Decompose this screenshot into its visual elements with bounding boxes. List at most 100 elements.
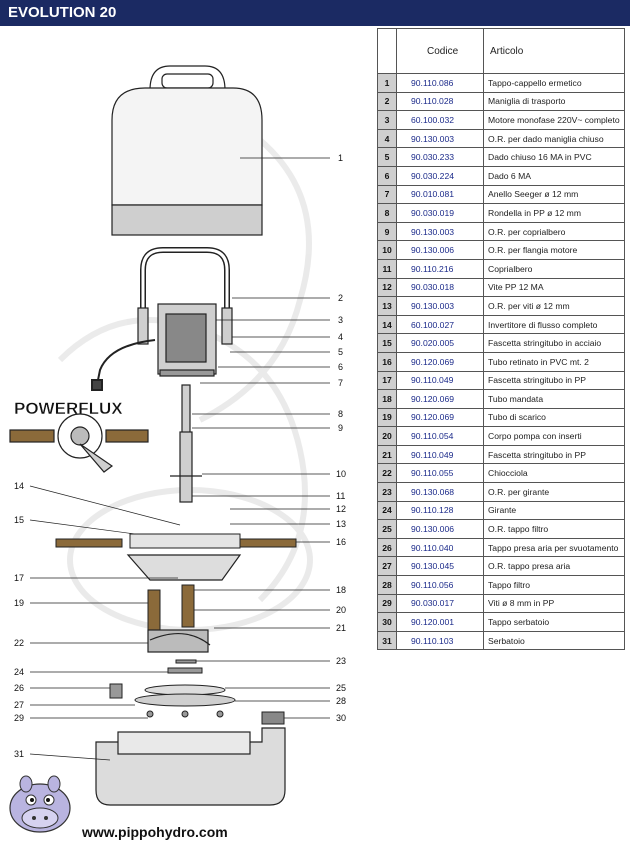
part-description: Fascetta stringitubo in acciaio bbox=[483, 333, 625, 353]
part-code: 90.120.069 bbox=[396, 407, 484, 428]
part-code: 90.110.054 bbox=[396, 426, 484, 446]
part-code: 90.020.005 bbox=[396, 333, 484, 353]
part-hoses bbox=[55, 533, 297, 633]
part-number: 19 bbox=[377, 407, 397, 428]
part-number: 26 bbox=[377, 537, 397, 558]
part-cap bbox=[111, 65, 263, 236]
part-description: Tappo filtro bbox=[483, 575, 625, 595]
part-code: 90.110.128 bbox=[396, 500, 484, 521]
part-number: 18 bbox=[377, 389, 397, 409]
part-code: 90.110.086 bbox=[396, 73, 484, 93]
callout-label: 27 bbox=[14, 700, 24, 710]
page-title: EVOLUTION 20 bbox=[8, 4, 117, 21]
part-description: O.R. per dado maniglia chiuso bbox=[483, 128, 625, 149]
callout-label: 26 bbox=[14, 683, 24, 693]
column-header-codice: Codice bbox=[396, 28, 484, 74]
part-description: O.R. tappo filtro bbox=[483, 519, 625, 539]
part-description: Serbatoio bbox=[483, 630, 625, 651]
brand-logo: POWERFLUX bbox=[14, 399, 123, 418]
part-number: 24 bbox=[377, 500, 397, 521]
part-number: 4 bbox=[377, 128, 397, 149]
callout-label: 28 bbox=[336, 696, 346, 706]
callout-label: 11 bbox=[336, 491, 345, 501]
part-description: Tubo mandata bbox=[483, 389, 625, 409]
part-number: 5 bbox=[377, 147, 397, 167]
part-code: 60.100.032 bbox=[396, 110, 484, 130]
part-description: Viti ø 8 mm in PP bbox=[483, 593, 625, 614]
page-header: EVOLUTION 20 bbox=[0, 0, 630, 26]
part-handle-inner bbox=[141, 248, 229, 318]
part-code: 90.110.028 bbox=[396, 91, 484, 112]
callout-label: 9 bbox=[338, 423, 343, 433]
part-number: 12 bbox=[377, 277, 397, 298]
part-number: 21 bbox=[377, 444, 397, 465]
part-number: 13 bbox=[377, 296, 397, 316]
callout-label: 29 bbox=[14, 713, 24, 723]
part-number: 27 bbox=[377, 556, 397, 577]
part-number: 23 bbox=[377, 482, 397, 502]
part-code: 90.110.049 bbox=[396, 370, 484, 391]
part-number: 14 bbox=[377, 314, 397, 335]
callout-label: 21 bbox=[336, 623, 346, 633]
part-description: Motore monofase 220V~ completo bbox=[483, 110, 625, 130]
part-number: 11 bbox=[377, 258, 397, 279]
part-description: Fascetta stringitubo in PP bbox=[483, 444, 625, 465]
part-number: 9 bbox=[377, 221, 397, 242]
part-number: 7 bbox=[377, 184, 397, 205]
part-number: 20 bbox=[377, 426, 397, 446]
part-number: 25 bbox=[377, 519, 397, 539]
callout-label: 2 bbox=[338, 293, 343, 303]
part-code: 60.100.027 bbox=[396, 314, 484, 335]
callouts: 1 2 3 4 5 6 7 8 9 10 11 12 13 14 15 16 1… bbox=[14, 153, 346, 761]
part-description: Dado 6 MA bbox=[483, 165, 625, 186]
callout-label: 4 bbox=[338, 332, 343, 342]
part-description: Coprialbero bbox=[483, 258, 625, 279]
callout-label: 14 bbox=[14, 481, 24, 491]
website-link[interactable]: www.pippohydro.com bbox=[82, 824, 228, 840]
part-number: 30 bbox=[377, 612, 397, 632]
part-flow-reverser bbox=[9, 413, 149, 473]
part-number: 10 bbox=[377, 240, 397, 260]
part-code: 90.030.233 bbox=[396, 147, 484, 167]
part-description: Fascetta stringitubo in PP bbox=[483, 370, 625, 391]
part-number: 16 bbox=[377, 351, 397, 372]
part-code: 90.110.103 bbox=[396, 630, 484, 651]
part-description: Tappo presa aria per svuotamento bbox=[483, 537, 625, 558]
callout-label: 3 bbox=[338, 315, 343, 325]
part-shaft bbox=[170, 384, 202, 503]
column-header-number bbox=[377, 28, 397, 74]
part-description: Vite PP 12 MA bbox=[483, 277, 625, 298]
part-description: O.R. per coprialbero bbox=[483, 221, 625, 242]
callout-label: 15 bbox=[14, 515, 24, 525]
part-description: O.R. per viti ø 12 mm bbox=[483, 296, 625, 316]
part-description: Girante bbox=[483, 500, 625, 521]
part-tank bbox=[95, 727, 286, 806]
part-code: 90.110.216 bbox=[396, 258, 484, 279]
part-number: 15 bbox=[377, 333, 397, 353]
part-pump-body bbox=[126, 554, 242, 653]
part-number: 28 bbox=[377, 575, 397, 595]
part-description: Tubo retinato in PVC mt. 2 bbox=[483, 351, 625, 372]
part-description: Tubo di scarico bbox=[483, 407, 625, 428]
part-code: 90.030.017 bbox=[396, 593, 484, 614]
